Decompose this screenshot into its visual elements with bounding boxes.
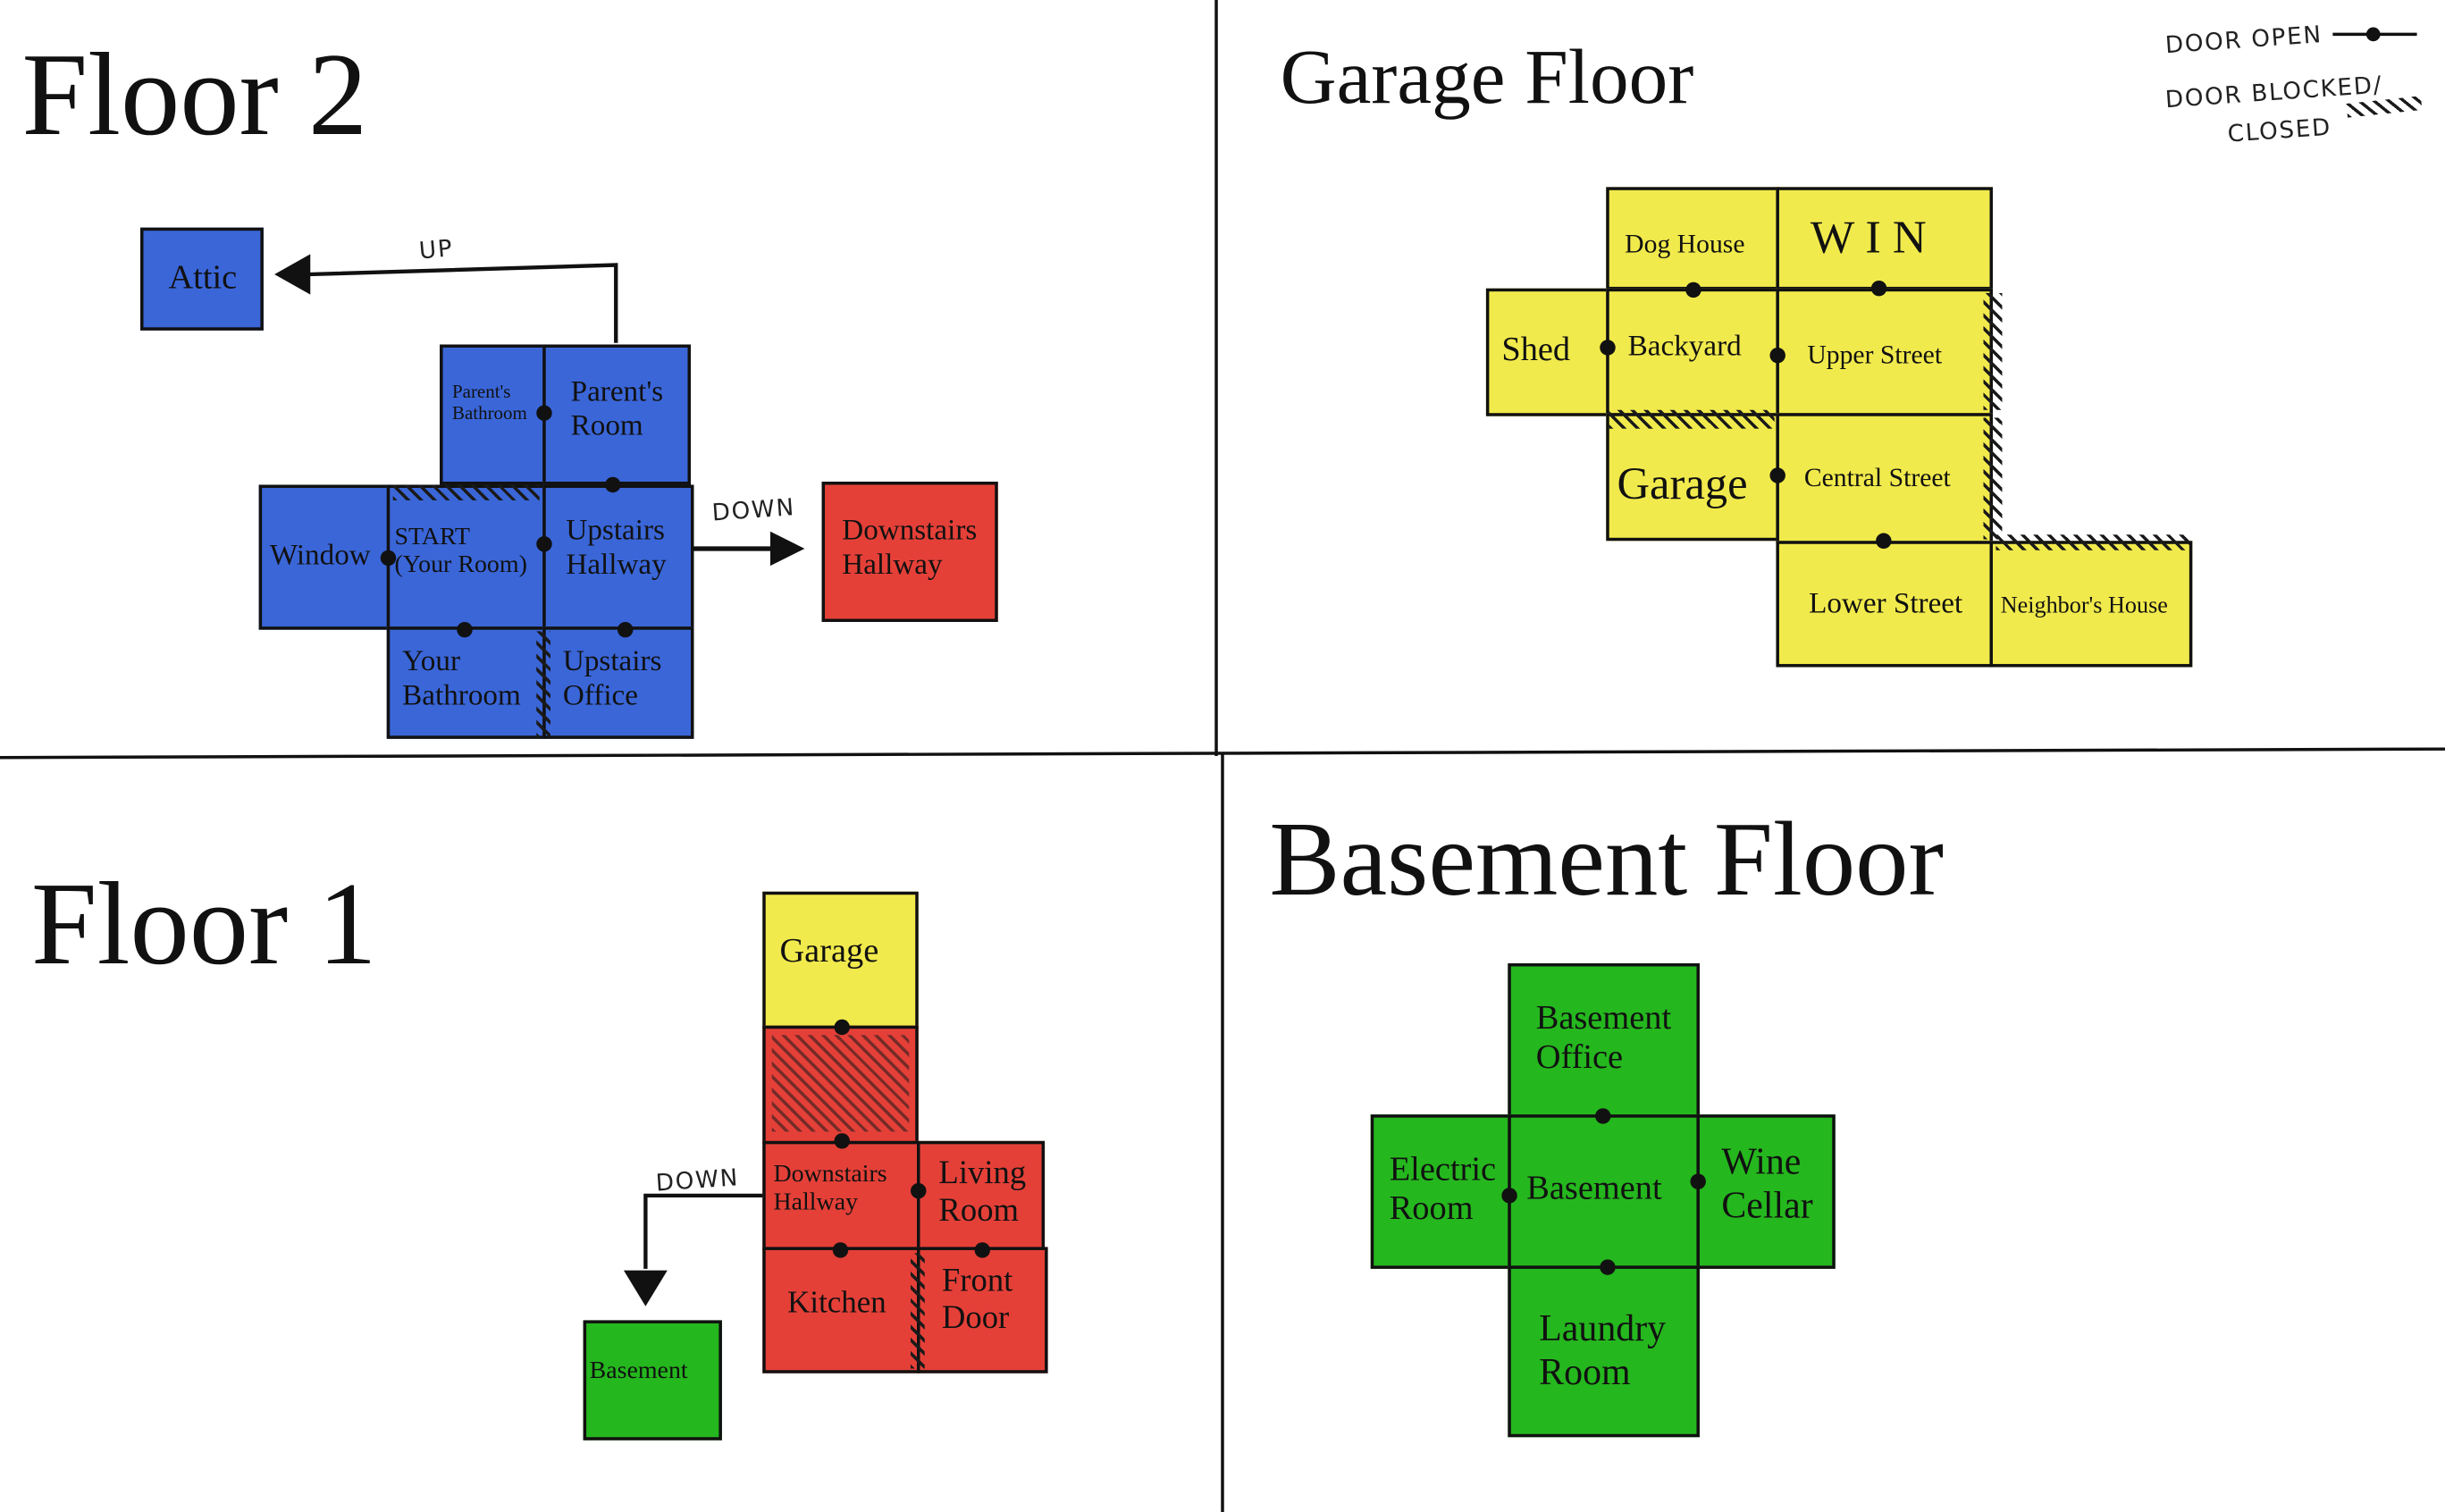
room-wine-cellar-label: Wine Cellar (1721, 1142, 1813, 1227)
door-hallway-kitchen (832, 1242, 849, 1258)
basement-floor-title: Basement Floor (1269, 799, 1945, 919)
room-downstairs-hallway-link-label: Downstairs Hallway (842, 514, 978, 582)
door-living-room-front-door (974, 1242, 991, 1258)
door-garage-blocked-passage (834, 1019, 850, 1036)
blocked-door-upper-street-east (1983, 292, 2003, 410)
door-shed-backyard (1600, 340, 1616, 356)
room-shed-label: Shed (1501, 329, 1571, 368)
door-backyard-upper-street (1769, 347, 1785, 364)
door-basement-laundry (1600, 1259, 1616, 1275)
blocked-passage-hatch (771, 1035, 910, 1132)
door-parents-room-upstairs-hallway (605, 476, 621, 493)
room-shed[interactable]: Shed (1485, 288, 1609, 416)
room-basement-office[interactable]: Basement Office (1508, 962, 1700, 1118)
room-floor1-garage-label: Garage (779, 930, 879, 970)
garage-floor-title: Garage Floor (1280, 32, 1694, 121)
room-basement[interactable]: Basement (1508, 1114, 1700, 1269)
room-dog-house-label: Dog House (1625, 229, 1745, 259)
room-dog-house[interactable]: Dog House (1606, 187, 1779, 290)
door-garage-central-street (1769, 467, 1785, 483)
room-basement-label: Basement (1526, 1167, 1662, 1207)
door-start-upstairs-hallway (536, 536, 552, 552)
room-window-label: Window (269, 539, 371, 573)
room-front-door-label: Front Door (941, 1261, 1013, 1337)
room-front-door[interactable]: Front Door (917, 1247, 1048, 1373)
door-win-upper-street (1870, 280, 1887, 297)
room-start-your-room[interactable]: START (Your Room) (386, 484, 546, 630)
room-upstairs-hallway-label: Upstairs Hallway (566, 514, 667, 582)
room-garage-label: Garage (1617, 459, 1748, 510)
room-attic[interactable]: Attic (140, 227, 264, 331)
door-basement-wine-cellar (1690, 1173, 1706, 1189)
room-downstairs-hallway-link[interactable]: Downstairs Hallway (821, 481, 998, 622)
blocked-door-kitchen-front-door (911, 1253, 925, 1369)
room-backyard-label: Backyard (1627, 330, 1742, 364)
room-floor1-downstairs-hallway-label: Downstairs Hallway (773, 1161, 887, 1217)
room-upstairs-hallway[interactable]: Upstairs Hallway (542, 484, 694, 630)
room-win[interactable]: W I N (1776, 187, 1993, 290)
vertical-divider (1214, 0, 1218, 756)
room-your-bathroom-label: Your Bathroom (402, 645, 521, 712)
room-electric-room[interactable]: Electric Room (1370, 1114, 1511, 1269)
blocked-door-backyard-garage (1609, 409, 1775, 429)
door-hallway-living-room (911, 1182, 927, 1199)
room-attic-label: Attic (168, 256, 238, 297)
room-floor1-downstairs-hallway[interactable]: Downstairs Hallway (762, 1140, 920, 1250)
room-kitchen-label: Kitchen (787, 1286, 886, 1321)
room-basement-office-label: Basement Office (1535, 997, 1672, 1077)
room-upstairs-office-label: Upstairs Office (562, 645, 662, 712)
room-living-room-label: Living Room (938, 1153, 1027, 1229)
room-floor1-garage[interactable]: Garage (762, 891, 919, 1029)
floor1-down-label: DOWN (654, 1163, 741, 1197)
door-start-your-bathroom (457, 621, 473, 638)
room-laundry-room[interactable]: Laundry Room (1508, 1265, 1700, 1438)
room-parents-bathroom-label: Parent's Bathroom (452, 380, 527, 424)
room-lower-street-label: Lower Street (1809, 587, 1963, 621)
door-electric-basement (1501, 1188, 1517, 1204)
room-neighbors-house-label: Neighbor's House (2000, 593, 2168, 619)
room-parents-bathroom[interactable]: Parent's Bathroom (440, 344, 546, 485)
room-central-street-label: Central Street (1803, 463, 1951, 493)
door-passage-hallway (834, 1133, 850, 1149)
room-kitchen[interactable]: Kitchen (762, 1247, 920, 1373)
room-living-room[interactable]: Living Room (917, 1140, 1046, 1250)
room-window[interactable]: Window (258, 484, 391, 630)
room-wine-cellar[interactable]: Wine Cellar (1696, 1114, 1836, 1269)
blocked-door-central-street-east (1983, 417, 2003, 540)
door-upstairs-hallway-office (617, 621, 634, 638)
room-start-label: START (Your Room) (394, 524, 527, 579)
room-your-bathroom[interactable]: Your Bathroom (386, 626, 546, 739)
room-upstairs-office[interactable]: Upstairs Office (542, 626, 694, 739)
vertical-divider-lower (1221, 752, 1224, 1512)
room-floor1-basement-link-label: Basement (589, 1357, 688, 1384)
room-floor1-basement-link[interactable]: Basement (583, 1320, 722, 1441)
floor2-title: Floor 2 (21, 29, 368, 161)
blocked-door-bathroom-office (536, 631, 550, 738)
room-win-label: W I N (1810, 212, 1927, 264)
door-parents-bathroom-parents-room (536, 405, 552, 421)
door-dog-house-backyard (1685, 281, 1701, 298)
blocked-door-neighbors-house (1995, 534, 2189, 550)
door-window-start (380, 550, 397, 567)
room-parents-room-label: Parent's Room (570, 375, 664, 443)
room-neighbors-house[interactable]: Neighbor's House (1989, 541, 2193, 668)
room-upper-street-label: Upper Street (1807, 340, 1943, 370)
room-electric-room-label: Electric Room (1389, 1148, 1497, 1228)
floor1-title: Floor 1 (30, 859, 377, 990)
blocked-door-start-parents-bathroom (392, 484, 540, 500)
door-central-lower-street (1876, 533, 1892, 549)
room-central-street[interactable]: Central Street (1776, 413, 1993, 544)
door-office-basement (1595, 1108, 1611, 1124)
room-laundry-room-label: Laundry Room (1539, 1309, 1667, 1393)
